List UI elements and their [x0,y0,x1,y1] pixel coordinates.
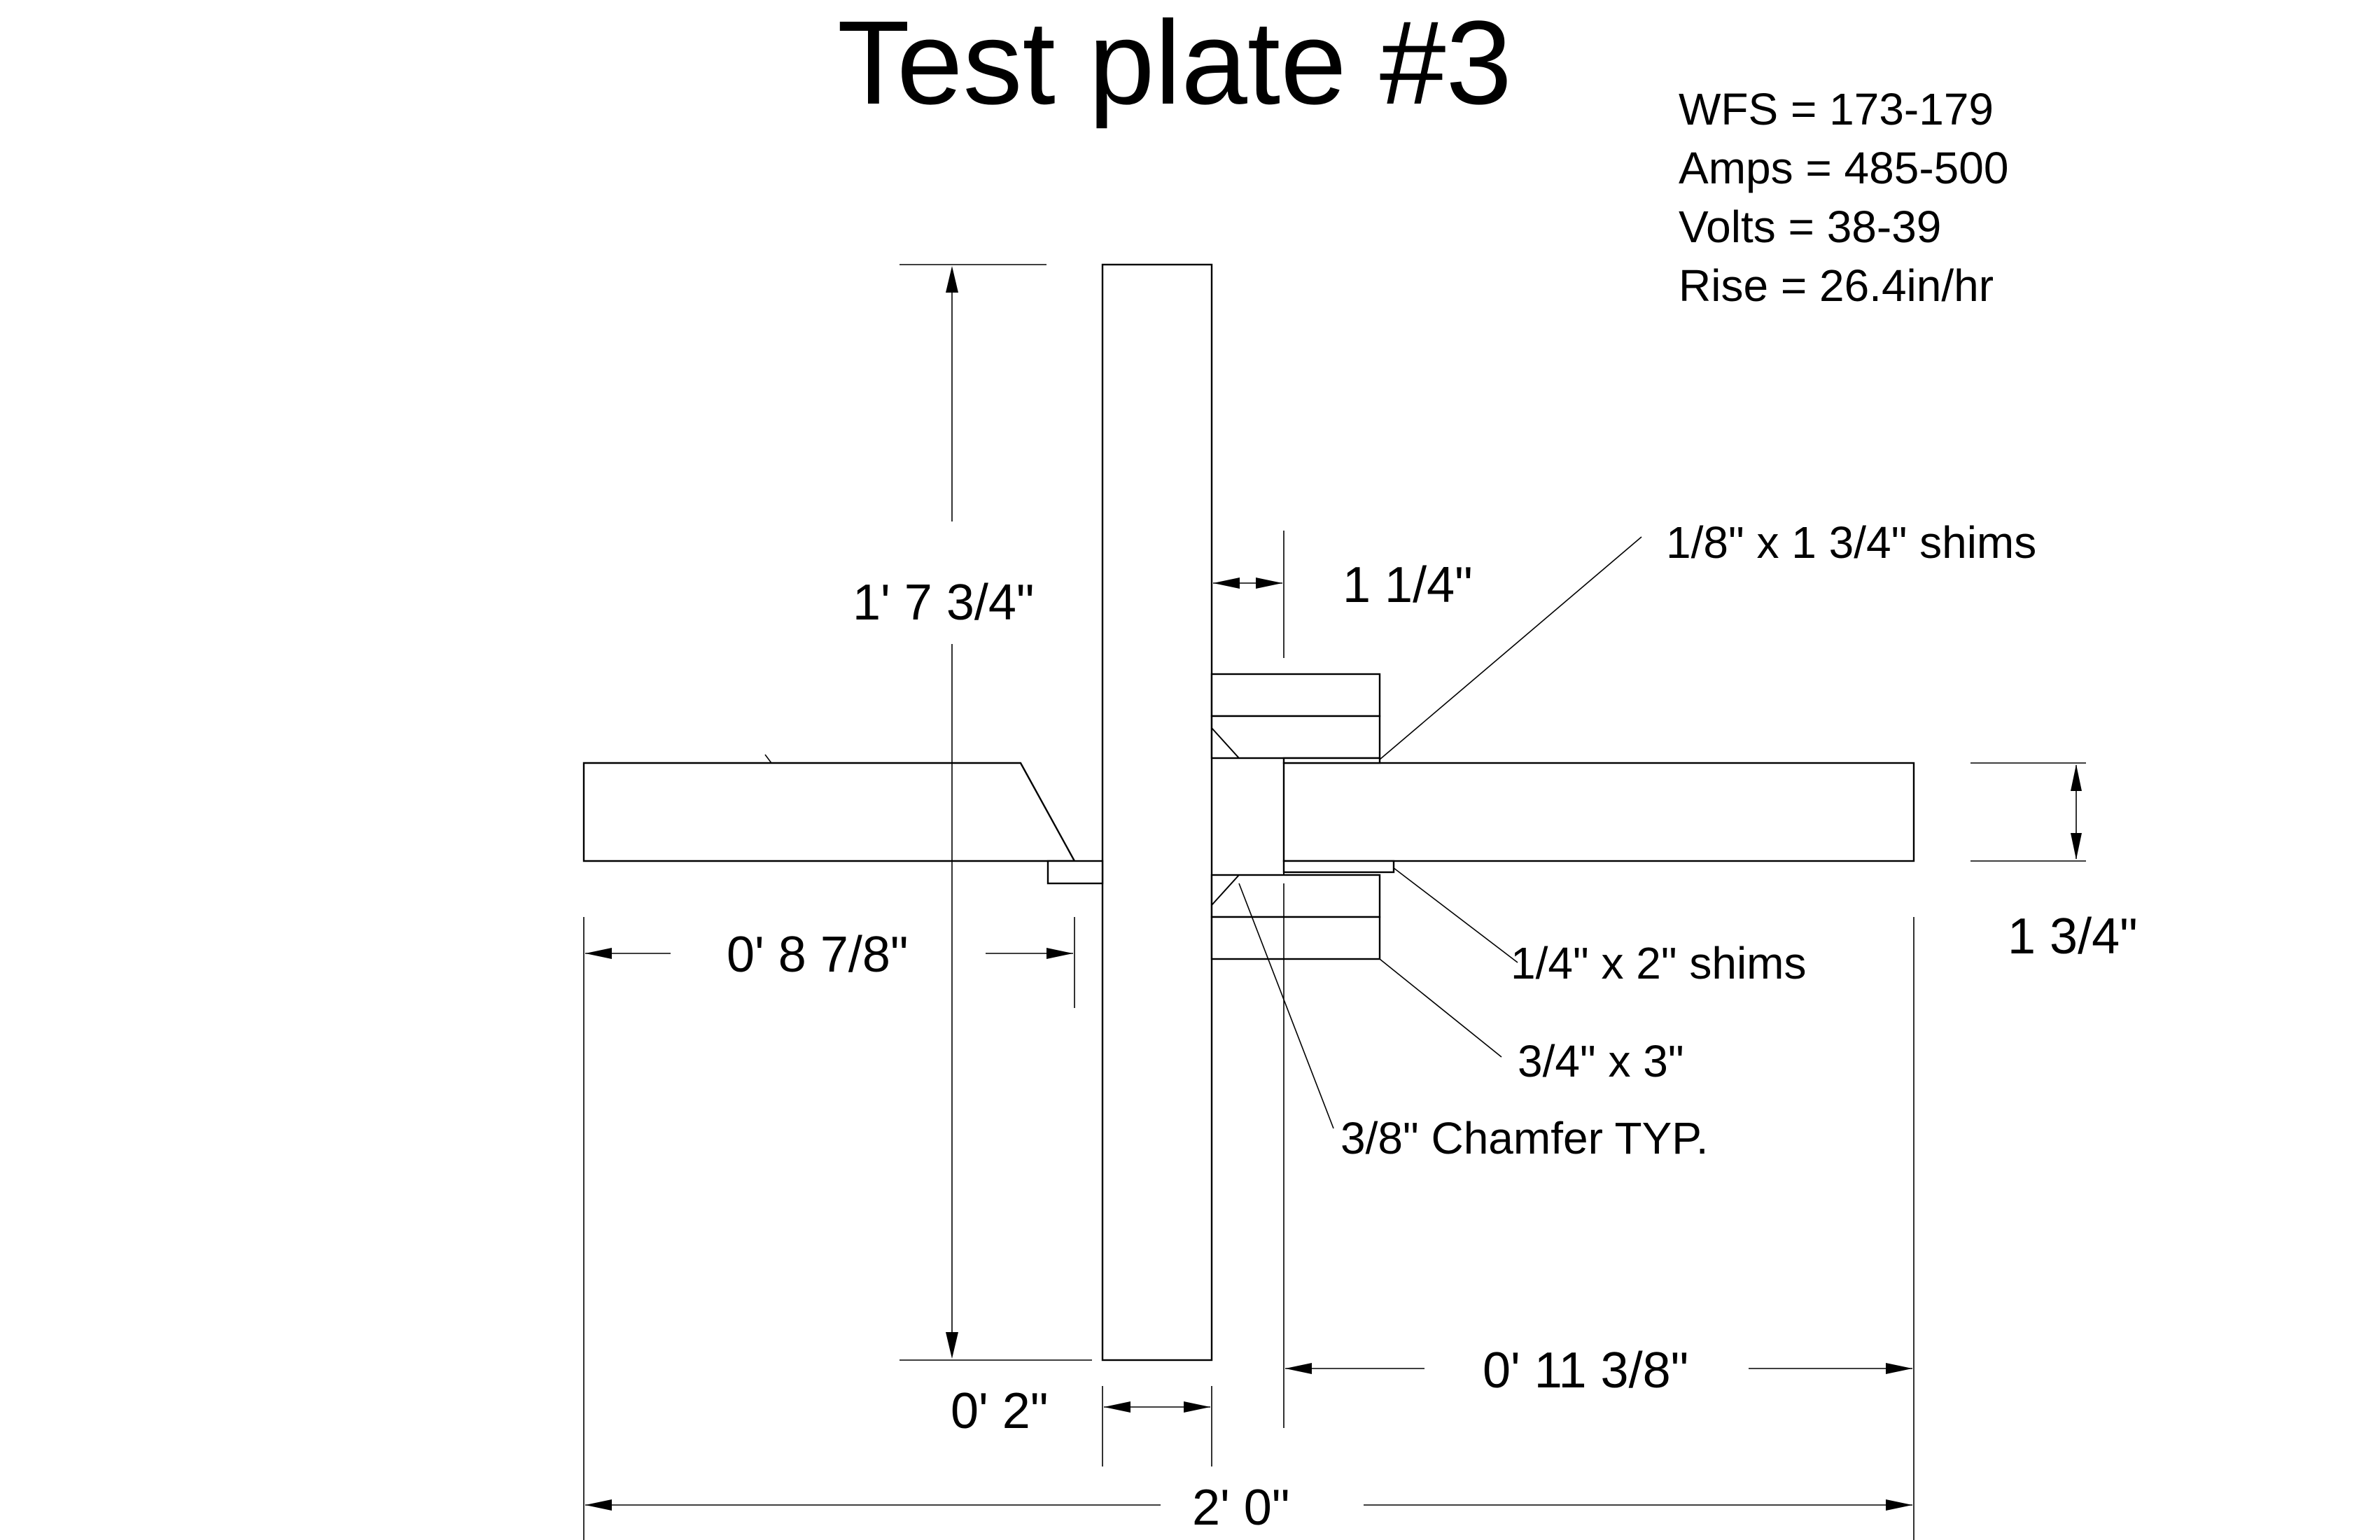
weld-parameters: WFS = 173-179 Amps = 485-500 Volts = 38-… [1679,84,2008,311]
left-plate-mark [764,754,772,764]
dim-left-plate-length-label: 0' 8 7/8" [727,927,909,983]
right-plate [1282,762,1915,862]
dim-right-plate-length: 0' 11 3/8" [1283,883,1914,1540]
dim-vertical-plate-height-label: 1' 7 3/4" [853,575,1035,631]
dim-vertical-plate-thickness-label: 0' 2" [951,1383,1048,1439]
parts [582,263,1915,1362]
top-backing-bar-outer [1210,673,1381,718]
param-volts: Volts = 38-39 [1679,202,1941,252]
top-backing-bar-inner [1210,715,1381,760]
bottom-chamfer [1211,874,1284,906]
top-chamfer [1211,727,1284,759]
top-shim [1282,757,1381,764]
drawing-title: Test plate #3 [837,0,1512,130]
note-chamfer: 3/8" Chamfer TYP. [1340,1113,1709,1163]
leader-backing-bar [1379,958,1502,1058]
dim-vertical-plate-thickness: 0' 2" [951,1383,1212,1466]
dim-left-plate-length: 0' 8 7/8" [583,917,1075,1540]
bottom-shim [1282,860,1395,874]
dim-overall-width: 2' 0" [585,1480,1912,1536]
vertical-plate [1101,263,1213,1362]
dim-overall-width-label: 2' 0" [1192,1480,1289,1536]
callouts: 1/8" x 1 3/4" shims 1/4" x 2" shims 3/4"… [1238,517,2036,1163]
bottom-backing-bar-outer [1210,916,1381,960]
param-wfs: WFS = 173-179 [1679,84,1994,134]
bottom-backing-bar-inner [1210,874,1381,918]
dim-gap-width: 1 1/4" [1213,531,1473,658]
leader-top-shims [1379,536,1642,760]
dim-right-plate-thickness-label: 1 3/4" [2008,909,2138,965]
dim-vertical-plate-height: 1' 7 3/4" [853,264,1092,1361]
leader-chamfer [1238,883,1334,1129]
dim-right-plate-thickness: 1 3/4" [1970,762,2138,965]
note-bottom-shims: 1/4" x 2" shims [1511,938,1806,988]
dim-gap-width-label: 1 1/4" [1343,557,1473,613]
param-amps: Amps = 485-500 [1679,143,2008,193]
param-rise: Rise = 26.4in/hr [1679,260,1994,311]
left-backing-bar [1046,860,1104,885]
leader-bottom-shims [1393,867,1518,963]
left-plate [582,762,1077,862]
dim-right-plate-length-label: 0' 11 3/8" [1483,1343,1688,1399]
note-top-shims: 1/8" x 1 3/4" shims [1666,517,2036,568]
note-backing-bar: 3/4" x 3" [1518,1036,1684,1086]
